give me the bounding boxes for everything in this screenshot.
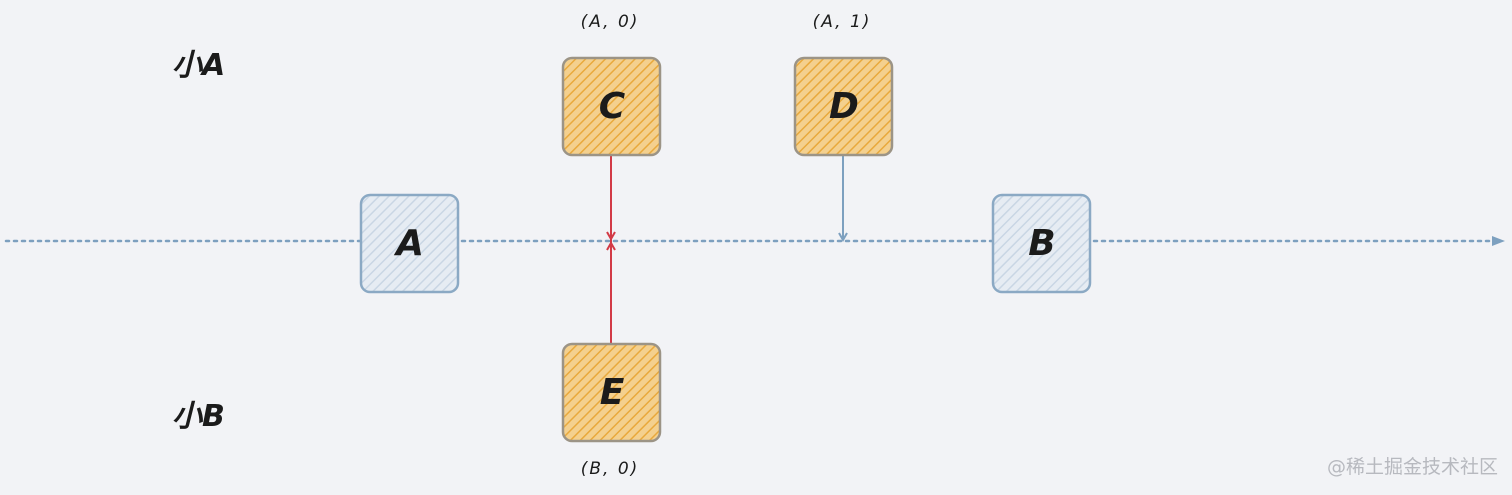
node-label-e: E — [599, 372, 625, 413]
side-label-xiao-a: 小A — [172, 48, 226, 83]
tuple-label-d: (A, 1) — [812, 12, 872, 32]
node-label-c: C — [598, 86, 626, 127]
side-label-xiao-b: 小B — [172, 399, 225, 434]
main-line — [4, 236, 1505, 246]
node-box-e — [561, 342, 662, 443]
node-label-d: D — [829, 86, 859, 127]
tuple-label-e: (B, 0) — [580, 459, 640, 479]
node-box-c — [561, 56, 662, 157]
node-label-a: A — [396, 223, 424, 264]
main-line-arrow-icon — [1492, 236, 1505, 246]
watermark: @稀土掘金技术社区 — [1326, 456, 1498, 478]
tuple-label-c: (A, 0) — [580, 12, 640, 32]
edge-d-main — [838, 156, 848, 243]
edge-c-e — [606, 156, 616, 343]
node-box-a — [359, 193, 460, 294]
node-label-b: B — [1028, 223, 1056, 264]
edge-arrow-icon — [606, 231, 616, 242]
node-box-d — [793, 56, 894, 157]
edge-arrow-icon — [838, 232, 848, 243]
node-box-b — [991, 193, 1092, 294]
edge-arrow-icon — [606, 240, 616, 251]
